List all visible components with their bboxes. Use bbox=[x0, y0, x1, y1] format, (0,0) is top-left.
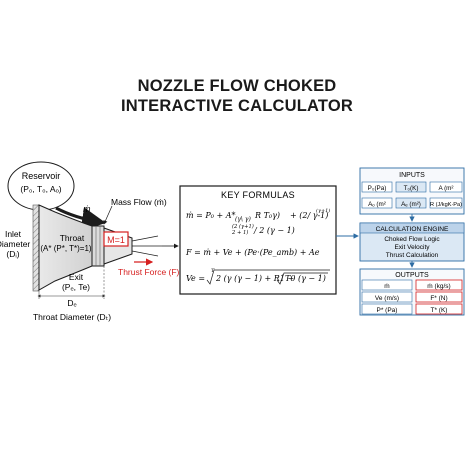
inputs-title: INPUTS bbox=[399, 172, 425, 179]
throat-params: (A* (P*, T*)=1) bbox=[40, 244, 92, 253]
formula-mass-flow-fraction-den: R T₀γ) bbox=[254, 211, 280, 220]
mass-flow-symbol: ṁ bbox=[83, 204, 91, 214]
exit-diameter-label: Dₑ bbox=[67, 298, 76, 308]
input-cell-r-label: R (J/kgK·Pa) bbox=[430, 202, 462, 208]
input-cell-ae-label: Aₑ (m²) bbox=[401, 201, 421, 208]
exit-label: Exit bbox=[69, 272, 84, 282]
input-cell-ao-label: Aₒ (m² bbox=[368, 201, 386, 208]
page-title-line-1: NOZZLE FLOW CHOKED bbox=[137, 77, 337, 95]
input-cell-p0[interactable] bbox=[361, 181, 393, 193]
output-cell-left-3 bbox=[361, 303, 413, 315]
exhaust-line bbox=[131, 235, 159, 242]
exhaust-line bbox=[131, 250, 159, 257]
formula-mass-flow-fraction-num: (γ\ γ) bbox=[235, 216, 251, 223]
sqrt-sign-outer bbox=[206, 269, 330, 285]
engine-line-1: Choked Flow Logic bbox=[384, 236, 440, 243]
output-cell-right-3 bbox=[415, 303, 463, 315]
input-cell-ao[interactable] bbox=[361, 197, 393, 209]
formulas-heading: KEY FORMULAS bbox=[221, 190, 295, 200]
engine-line-2: Exit Velocity bbox=[394, 244, 430, 251]
output-cell-left-2-label: Ve (m/s) bbox=[375, 295, 399, 302]
output-cell-right-3-label: T* (K) bbox=[431, 307, 448, 314]
input-cell-p0-label: P₀(Pa) bbox=[368, 185, 387, 192]
input-cell-t0-label: T₀(K) bbox=[404, 185, 419, 192]
formula-mass-flow: ṁ = P₀ + A* bbox=[186, 211, 236, 220]
reservoir-params: (P₀, T₀, Aₒ) bbox=[20, 184, 61, 194]
key-formulas-panel: KEY FORMULAS ṁ = P₀ + A* (γ\ γ) R T₀γ) +… bbox=[179, 185, 337, 295]
output-cell-right-2-label: F* (N) bbox=[430, 295, 447, 302]
formula-velocity-lhs: Ve = bbox=[186, 274, 205, 283]
input-cell-t0[interactable] bbox=[395, 181, 427, 193]
outputs-title: OUTPUTS bbox=[395, 272, 429, 279]
output-cell-right-2 bbox=[415, 291, 463, 303]
inlet-label-line-3: (Dᵢ) bbox=[6, 249, 19, 259]
mass-flow-label: Mass Flow (ṁ) bbox=[111, 197, 167, 207]
throat-label: Throat bbox=[60, 233, 85, 243]
formula-mass-flow-sub-c: / 2 (γ − 1) bbox=[253, 226, 295, 235]
formula-thrust: F = ṁ + Ve + (Pe·(Pe_amb) + Ae bbox=[185, 248, 320, 257]
input-cell-a-label: A (m² bbox=[438, 185, 453, 192]
engine-line-3: Thrust Calculation bbox=[386, 252, 439, 259]
formula-mass-flow-sub-b: 2 + 1) bbox=[231, 229, 248, 236]
output-cell-left-1-label: ṁ bbox=[384, 283, 389, 290]
formula-velocity-root: T0 (γ − 1) bbox=[285, 274, 326, 283]
formula-velocity-body: 2 (γ (γ − 1) + R1 − bbox=[215, 274, 294, 283]
thrust-label: Thrust Force (F) bbox=[118, 267, 180, 277]
formula-mass-flow-exp: (γ+1) bbox=[316, 207, 330, 214]
throat-section bbox=[91, 225, 105, 267]
inlet-label-line-1: Inlet bbox=[5, 229, 22, 239]
formula-mass-flow-sub-a: (2 (γ+1) bbox=[232, 223, 254, 230]
sqrt-sign-inner bbox=[276, 272, 328, 285]
output-cell-left-1 bbox=[361, 279, 413, 291]
formula-mass-flow-tail: + (2/ γ-1) bbox=[290, 211, 328, 220]
flowchart: INPUTS P₀(Pa) T₀(K) A (m² Aₒ (m² Aₑ (m²)… bbox=[359, 167, 465, 316]
output-cell-right-1 bbox=[415, 279, 463, 291]
mach-one-box bbox=[103, 231, 129, 247]
input-cell-a[interactable] bbox=[429, 181, 463, 193]
engine-header bbox=[359, 222, 465, 234]
formula-velocity-exp: T bbox=[211, 268, 215, 274]
throat-diameter-label: Throat Diameter (Dₜ) bbox=[33, 312, 111, 322]
exit-params: (Pₑ, Te) bbox=[62, 282, 90, 292]
input-cell-r[interactable] bbox=[429, 197, 463, 209]
output-cell-left-3-label: P* (Pa) bbox=[377, 307, 398, 314]
nozzle-schematic: Reservoir (P₀, T₀, Aₒ) ṁ M=1 Mass Flow (… bbox=[0, 161, 180, 322]
page-title-line-2: INTERACTIVE CALCULATOR bbox=[120, 97, 354, 115]
input-cell-ae[interactable] bbox=[395, 197, 427, 209]
inlet-label-line-2: Diameter bbox=[0, 239, 30, 249]
flow-arrow bbox=[55, 206, 106, 232]
output-cell-left-2 bbox=[361, 291, 413, 303]
output-cell-right-1-label: ṁ (kg/s) bbox=[427, 283, 450, 290]
inlet-wall bbox=[32, 204, 40, 292]
reservoir-label: Reservoir bbox=[22, 171, 61, 181]
mach-one-label: M=1 bbox=[107, 235, 125, 245]
engine-title: CALCULATION ENGINE bbox=[376, 226, 449, 233]
